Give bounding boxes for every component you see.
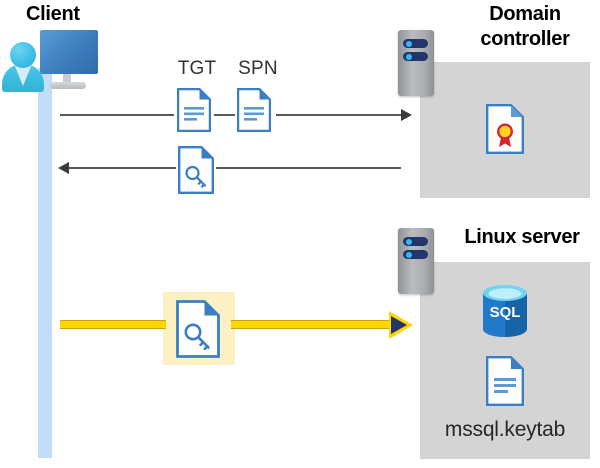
auth-flow-arrowhead-inner: [391, 316, 407, 334]
response-flow-arrowhead: [58, 162, 69, 174]
spn-label: SPN: [238, 58, 278, 79]
domain-controller-server-rack-icon: [398, 30, 434, 96]
linux-server-title: Linux server: [464, 226, 580, 248]
auth-flow-line-right: [231, 320, 393, 329]
domain-controller-title: Domain controller: [480, 3, 570, 50]
highlighted-service-ticket-icon: [176, 300, 220, 358]
spn-document-icon: [237, 88, 271, 132]
user-collar-icon: [14, 64, 32, 86]
request-flow-arrowhead: [401, 109, 412, 121]
client-title: Client: [26, 3, 80, 25]
keytab-document-icon: [486, 356, 524, 406]
monitor-neck-icon: [63, 74, 71, 84]
request-flow-line-right: [276, 114, 401, 116]
monitor-base-icon: [50, 82, 86, 89]
service-ticket-document-key-icon: [178, 146, 214, 194]
client-lifeline: [38, 68, 52, 458]
svg-text:SQL: SQL: [490, 304, 521, 321]
monitor-screen-icon: [40, 30, 98, 74]
request-flow-line-left: [60, 114, 174, 116]
tgt-label: TGT: [177, 58, 217, 79]
keytab-filename-label: mssql.keytab: [444, 418, 566, 441]
tgt-document-icon: [177, 88, 211, 132]
certificate-document-icon: [486, 104, 524, 154]
request-flow-line-mid: [214, 114, 235, 116]
user-head-icon: [10, 42, 36, 68]
response-flow-line-left: [69, 167, 176, 169]
linux-server-server-rack-icon: [398, 228, 434, 294]
auth-flow-line-left: [60, 320, 166, 329]
sql-database-icon: SQL: [482, 284, 528, 338]
response-flow-line-right: [216, 167, 401, 169]
